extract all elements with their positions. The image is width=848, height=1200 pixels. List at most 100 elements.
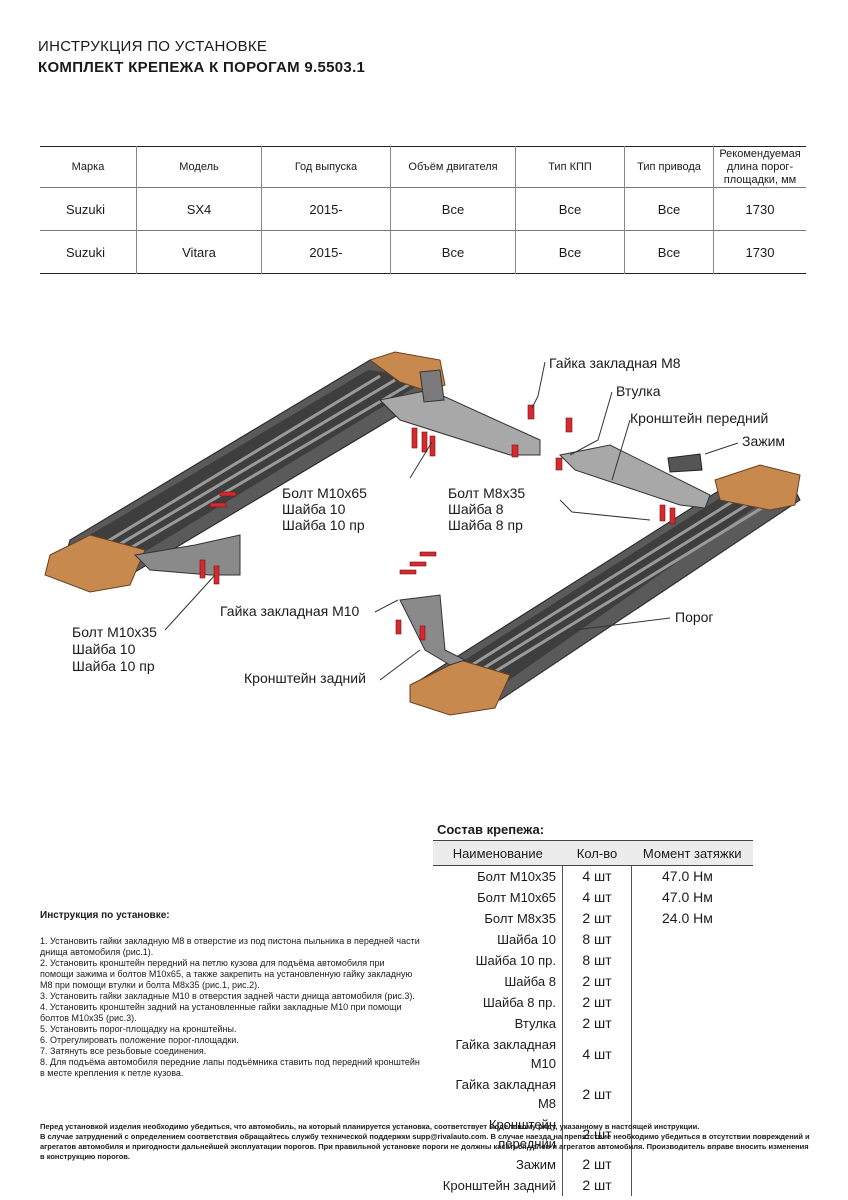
footer-line: В случае затруднений с определением соот… (40, 1132, 810, 1161)
table-cell: Болт М10х65 (433, 887, 563, 908)
label-washer-10pr: Шайба 10 пр (282, 517, 365, 533)
parts-table: Наименование Кол-во Момент затяжки Болт … (433, 840, 753, 1196)
table-cell (632, 929, 754, 950)
col-header: Объём двигателя (390, 146, 516, 188)
table-cell: Болт М8х35 (433, 908, 563, 929)
table-cell: 2 шт (562, 1154, 632, 1175)
table-cell: 2 шт (562, 908, 632, 929)
leader-lines (164, 361, 739, 681)
table-cell: Шайба 10 (433, 929, 563, 950)
table-cell: 47.0 Нм (662, 868, 713, 884)
right-running-board (409, 464, 801, 716)
right-end-cap-rear (714, 464, 801, 511)
table-cell: 4 шт (562, 1034, 632, 1074)
col-header: Марка (71, 160, 105, 173)
assembly-diagram: Гайка закладная М8 Втулка Кронштейн пере… (44, 351, 801, 716)
table-cell (632, 1074, 754, 1114)
table-cell: Все (390, 187, 516, 231)
table-cell: 1730 (713, 187, 806, 231)
table-cell: 2 шт (562, 971, 632, 992)
table-cell (632, 992, 754, 1013)
front-bracket-right (558, 444, 711, 509)
table-cell: SX4 (136, 187, 262, 231)
fasteners (199, 404, 676, 641)
table-cell: Кронштейн передний (433, 1114, 563, 1154)
rear-bracket-right (399, 594, 467, 666)
instructions-list: 1. Установить гайки закладную М8 в отвер… (40, 936, 420, 1079)
table-cell: Шайба 8 (433, 971, 563, 992)
table-cell: 4 шт (562, 887, 632, 908)
label-washer-10-rear: Шайба 10 (72, 641, 136, 657)
rear-bracket-left (133, 534, 241, 576)
instruction-step: 5. Установить порог-площадку на кронштей… (40, 1024, 237, 1034)
table-cell: Vitara (136, 230, 262, 274)
document-title: ИНСТРУКЦИЯ ПО УСТАНОВКЕ (38, 38, 268, 55)
table-cell: 2015- (261, 187, 391, 231)
table-cell: Suzuki (66, 201, 106, 217)
instructions-title: Инструкция по установке: (40, 910, 170, 921)
label-bolt-m8x35: Болт М8х35 (448, 485, 525, 501)
label-washer-8pr: Шайба 8 пр (448, 517, 523, 533)
front-bracket-left (378, 369, 541, 456)
label-bracket-front: Кронштейн передний (630, 410, 768, 426)
label-bracket-rear: Кронштейн задний (244, 670, 366, 686)
table-cell (632, 1034, 754, 1074)
table-cell: 4 шт (562, 865, 632, 887)
table-cell: Все (390, 230, 516, 274)
left-end-cap-front (44, 534, 146, 593)
label-bushing: Втулка (616, 383, 661, 399)
parts-title: Состав крепежа: (437, 822, 545, 837)
footer-line: Перед установкой изделия необходимо убед… (40, 1122, 700, 1131)
table-cell: 1730 (713, 230, 806, 274)
table-cell: Шайба 10 пр. (433, 950, 563, 971)
table-cell: 2 шт (562, 1114, 632, 1154)
table-cell: Шайба 8 пр. (433, 992, 563, 1013)
table-cell: Гайка закладная М8 (433, 1074, 563, 1114)
table-cell: Suzuki (66, 244, 106, 260)
table-cell: Втулка (433, 1013, 563, 1034)
table-cell: 47.0 Нм (662, 889, 713, 905)
instruction-step: 1. Установить гайки закладную М8 в отвер… (40, 936, 420, 957)
col-header: Кол-во (562, 840, 632, 866)
table-cell: Гайка закладная М10 (433, 1034, 563, 1074)
col-header: Момент затяжки (631, 840, 753, 866)
table-row: Шайба 10 пр.8 шт (433, 950, 753, 971)
footer-notice: Перед установкой изделия необходимо убед… (40, 1122, 810, 1162)
label-sill: Порог (675, 609, 714, 625)
table-cell (632, 1013, 754, 1034)
table-cell: Все (515, 187, 625, 231)
table-cell: 2 шт (562, 992, 632, 1013)
col-header: Тип КПП (515, 146, 625, 188)
label-clamp: Зажим (742, 433, 785, 449)
vehicle-table: Марка Модель Год выпуска Объём двигателя… (40, 146, 806, 274)
label-nut-m8: Гайка закладная М8 (549, 355, 681, 371)
instruction-step: 8. Для подъёма автомобиля передние лапы … (40, 1057, 420, 1078)
instruction-step: 2. Установить кронштейн передний на петл… (40, 958, 413, 990)
col-header: Тип привода (624, 146, 714, 188)
table-cell: Все (624, 187, 714, 231)
instruction-step: 3. Установить гайки закладные М10 в отве… (40, 991, 415, 1001)
label-bolt-m10x35: Болт М10х35 (72, 624, 157, 640)
table-cell: 2 шт (562, 1175, 632, 1196)
table-cell (632, 971, 754, 992)
label-washer-8: Шайба 8 (448, 501, 504, 517)
table-cell: 2 шт (562, 1074, 632, 1114)
parts-table-header: Наименование Кол-во Момент затяжки (433, 840, 753, 866)
table-cell (632, 1175, 754, 1196)
col-header: Модель (136, 146, 262, 188)
table-row: Suzuki Vitara 2015- Все Все Все 1730 (40, 230, 806, 274)
document-subtitle: КОМПЛЕКТ КРЕПЕЖА К ПОРОГАМ 9.5503.1 (38, 59, 366, 76)
instruction-step: 7. Затянуть все резьбовые соединения. (40, 1046, 207, 1056)
instruction-step: 6. Отрегулировать положение порог-площад… (40, 1035, 239, 1045)
table-cell: 8 шт (562, 929, 632, 950)
